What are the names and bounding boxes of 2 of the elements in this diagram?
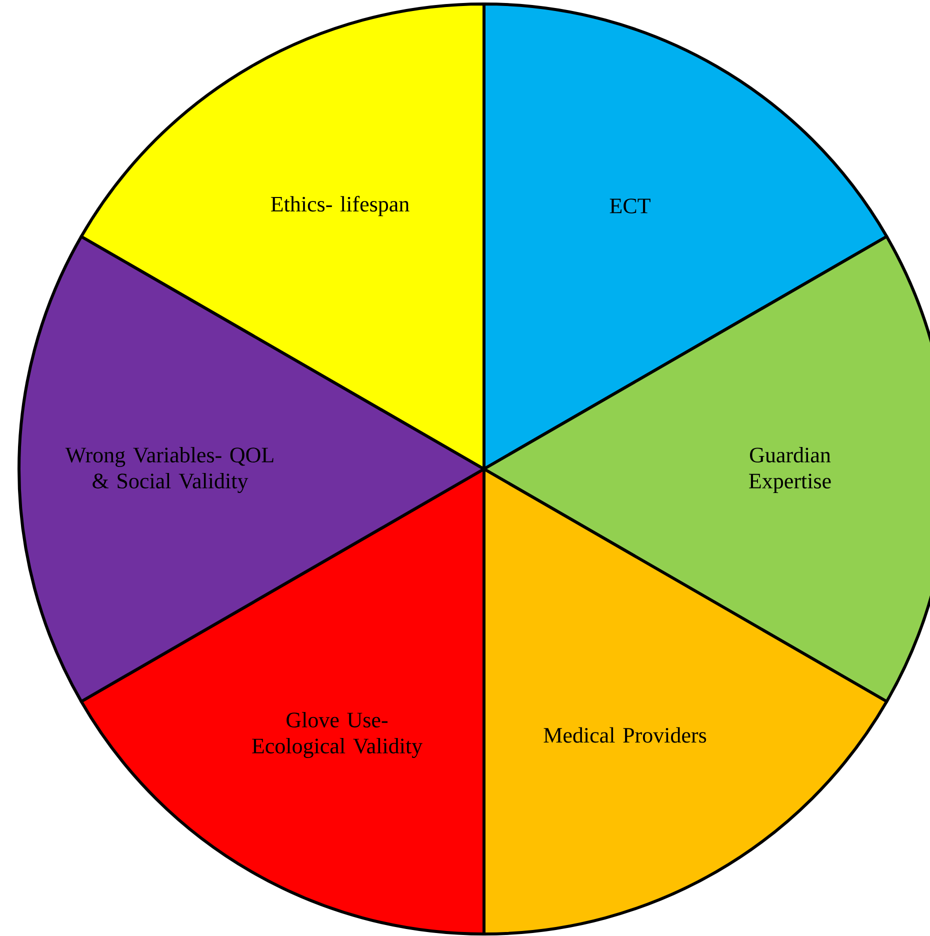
pie-slice: Wrong Variables- QOL & Social Validity — [18, 235, 486, 703]
pie-slice: Guardian Expertise — [482, 235, 930, 703]
